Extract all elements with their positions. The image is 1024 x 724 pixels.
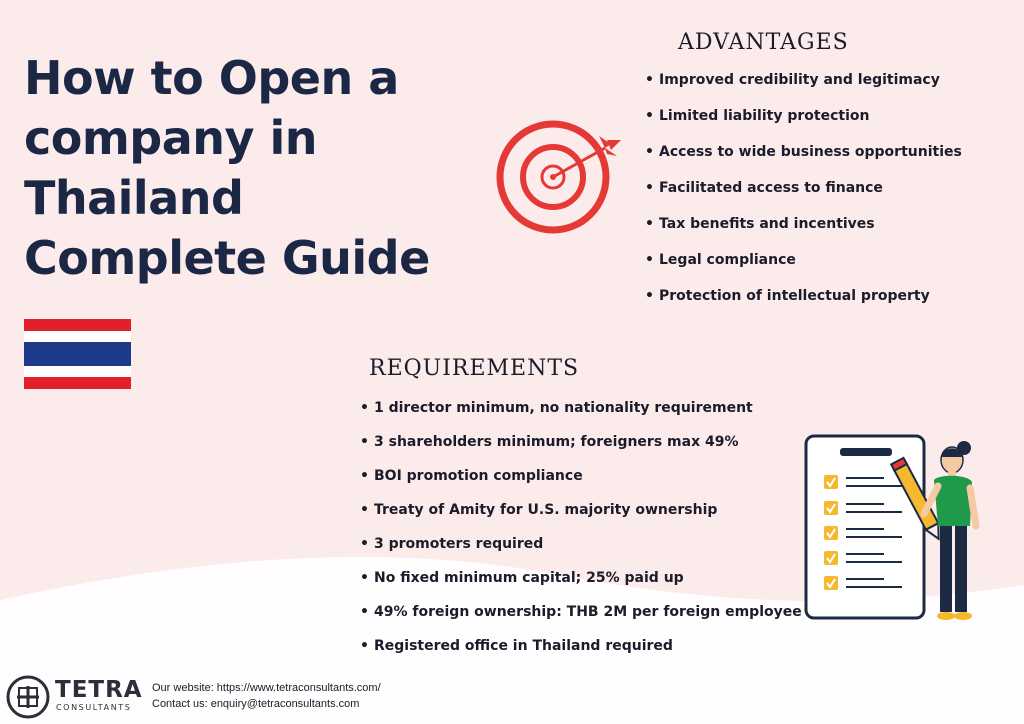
tetra-logo-icon — [6, 675, 50, 719]
advantages-list: Improved credibility and legitimacy Limi… — [645, 70, 962, 322]
contact-email-line: Contact us: enquiry@tetraconsultants.com — [152, 698, 360, 710]
requirement-item: 1 director minimum, no nationality requi… — [360, 398, 802, 432]
advantages-heading: ADVANTAGES — [678, 30, 849, 55]
requirement-item: 3 shareholders minimum; foreigners max 4… — [360, 432, 802, 466]
advantage-item: Tax benefits and incentives — [645, 214, 962, 250]
website-line: Our website: https://www.tetraconsultant… — [152, 682, 381, 694]
page-title: How to Open a company in Thailand Comple… — [24, 48, 484, 288]
target-dart-icon — [496, 120, 621, 234]
tetra-logo[interactable]: TETRA CONSULTANTS — [5, 674, 145, 720]
advantage-item: Protection of intellectual property — [645, 286, 962, 322]
title-line-2: company in — [24, 111, 318, 165]
requirement-item: Registered office in Thailand required — [360, 636, 802, 670]
requirement-item: 49% foreign ownership: THB 2M per foreig… — [360, 602, 802, 636]
requirement-item: Treaty of Amity for U.S. majority owners… — [360, 500, 802, 534]
advantage-item: Legal compliance — [645, 250, 962, 286]
title-line-3: Thailand — [24, 171, 244, 225]
advantage-item: Improved credibility and legitimacy — [645, 70, 962, 106]
requirement-item: No fixed minimum capital; 25% paid up — [360, 568, 802, 602]
requirements-list: 1 director minimum, no nationality requi… — [360, 398, 802, 670]
title-line-1: How to Open a — [24, 51, 399, 105]
requirements-heading: REQUIREMENTS — [369, 356, 580, 381]
logo-subtext: CONSULTANTS — [56, 703, 132, 712]
checklist-person-icon — [804, 434, 980, 620]
advantage-item: Facilitated access to finance — [645, 178, 962, 214]
advantage-item: Access to wide business opportunities — [645, 142, 962, 178]
requirement-item: BOI promotion compliance — [360, 466, 802, 500]
contact-info: Our website: https://www.tetraconsultant… — [152, 680, 381, 712]
thailand-flag-icon — [24, 319, 131, 389]
advantage-item: Limited liability protection — [645, 106, 962, 142]
logo-text: TETRA — [55, 677, 143, 703]
title-line-4: Complete Guide — [24, 231, 430, 285]
requirement-item: 3 promoters required — [360, 534, 802, 568]
